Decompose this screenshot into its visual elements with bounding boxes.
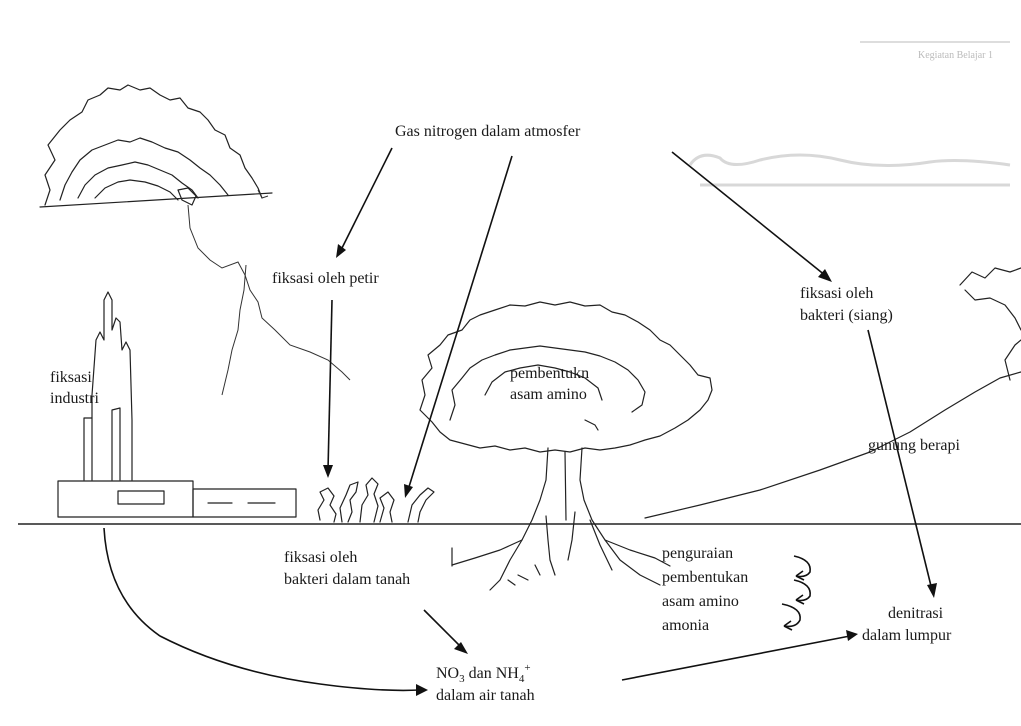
arrow-atmosphere-to-bacteria (672, 152, 826, 276)
arrow-lightning-to-soil (328, 300, 332, 470)
arrow-soil-bacteria-to-groundwater (424, 610, 462, 648)
arrow-groundwater-to-denitrification (622, 636, 850, 680)
label-volcano: gunung berapi (868, 437, 961, 454)
label-decomp-3: asam amino (662, 593, 739, 610)
volcano-drawing (645, 268, 1021, 518)
label-industry-1: fiksasi (50, 369, 92, 386)
label-bacteria-day-1: fiksasi oleh (800, 285, 873, 302)
label-denitrification-2: dalam lumpur (862, 627, 952, 644)
label-amino-1: pembentukn (510, 365, 589, 382)
label-groundwater-1: NO3 dan NH4+ (436, 662, 531, 685)
corner-header: Kegiatan Belajar 1 (918, 50, 993, 61)
label-denitrification-1: denitrasi (888, 605, 944, 622)
label-soil-bacteria-2: bakteri dalam tanah (284, 571, 410, 588)
label-soil-bacteria-1: fiksasi oleh (284, 549, 357, 566)
flow-arrows (104, 148, 937, 696)
bleed-through-marks: Kegiatan Belajar 1 (690, 42, 1010, 185)
decomposition-cycle-arrows (782, 556, 810, 630)
label-atmosphere: Gas nitrogen dalam atmosfer (395, 123, 581, 140)
label-decomp-2: pembentukan (662, 569, 748, 586)
soil-plants-drawing (318, 478, 434, 522)
label-amino-2: asam amino (510, 386, 587, 403)
arrow-atmosphere-to-plants (408, 156, 512, 490)
arrow-bacteria-to-denitrification (868, 330, 932, 590)
label-decomp-1: penguraian (662, 545, 733, 562)
arrow-industry-to-groundwater (104, 528, 420, 690)
label-groundwater-2: dalam air tanah (436, 687, 535, 704)
label-bacteria-day-2: bakteri (siang) (800, 307, 893, 324)
smoke-cloud-drawing (40, 85, 350, 395)
arrow-atmosphere-to-lightning (340, 148, 392, 252)
diagram-labels: Gas nitrogen dalam atmosfer fiksasi oleh… (50, 123, 961, 704)
label-industry-2: industri (50, 390, 99, 407)
arrowhead (336, 244, 346, 258)
label-lightning: fiksasi oleh petir (272, 270, 379, 287)
label-decomp-4: amonia (662, 617, 709, 634)
